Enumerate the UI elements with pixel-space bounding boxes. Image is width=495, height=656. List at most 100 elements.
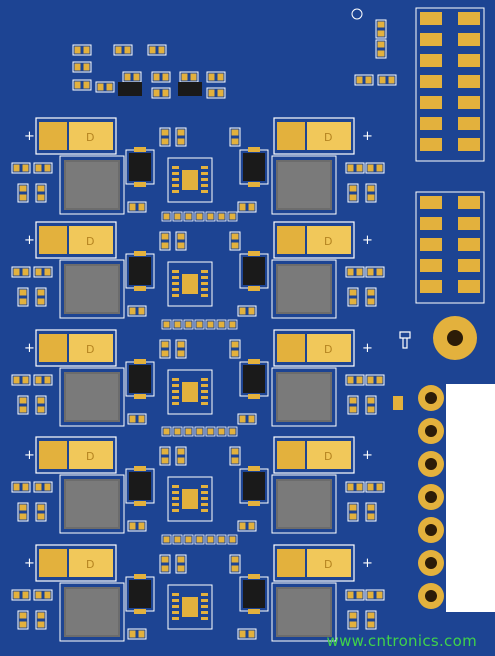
diode-pad — [134, 251, 146, 256]
top-resistor-pad — [158, 46, 165, 54]
cap-row-pad — [196, 321, 203, 328]
diode-pad — [134, 359, 146, 364]
inductor-outline — [271, 367, 337, 427]
qfn-outline — [167, 157, 213, 203]
tantalum-pad — [39, 549, 67, 577]
inductor-face — [278, 162, 330, 208]
left-resistor-pad — [37, 289, 45, 296]
diode-pad — [248, 286, 260, 291]
diode-pad — [248, 359, 260, 364]
qfn-pin — [172, 294, 179, 297]
cap-row-outline — [216, 211, 227, 222]
cap-row-outline — [194, 319, 205, 330]
top-right-resistor-pad — [365, 76, 372, 84]
qfn-thermal-pad — [182, 274, 198, 294]
right-resistor-outline — [365, 162, 385, 174]
left-resistor-pad — [19, 513, 27, 520]
qfn-pin — [201, 402, 208, 405]
left-resistor-pad — [22, 483, 29, 491]
center-resistor-outline — [229, 231, 241, 251]
cap-row-outline — [172, 319, 183, 330]
plus-mark: + — [24, 556, 35, 571]
right-resistor-pad — [349, 621, 357, 628]
center-resistor-pad — [138, 203, 145, 211]
right-resistor-pad — [367, 376, 374, 384]
left-resistor-outline — [17, 183, 29, 203]
plus-mark: + — [362, 233, 373, 248]
center-resistor-outline — [229, 339, 241, 359]
tantalum-body — [307, 441, 351, 469]
cap-row-outline — [227, 426, 238, 437]
left-resistor-pad — [22, 591, 29, 599]
qfn-pin — [201, 599, 208, 602]
center-resistor-pad — [161, 129, 169, 136]
left-resistor-pad — [37, 504, 45, 511]
connector-top-pad — [420, 75, 442, 88]
cap-row-outline — [161, 426, 172, 437]
connector-top-pad — [458, 96, 480, 109]
right-resistor-pad — [349, 504, 357, 511]
left-resistor-outline — [33, 162, 53, 174]
cap-mark: D — [86, 558, 94, 571]
left-resistor-pad — [37, 513, 45, 520]
center-resistor-pad — [231, 350, 239, 357]
qfn-pin — [201, 497, 208, 500]
center-resistor-outline — [159, 446, 171, 466]
qfn-pin — [172, 184, 179, 187]
left-resistor-pad — [35, 483, 42, 491]
cap-row-pad — [163, 428, 170, 435]
tantalum-outline — [273, 436, 355, 474]
qfn-pin — [172, 288, 179, 291]
center-resistor-pad — [177, 565, 185, 572]
left-resistor-outline — [17, 395, 29, 415]
center-resistor-outline — [127, 520, 147, 532]
cap-row-outline — [205, 319, 216, 330]
left-resistor-outline — [33, 266, 53, 278]
right-resistor-pad — [347, 268, 354, 276]
center-resistor-outline — [127, 201, 147, 213]
center-resistor-pad — [248, 203, 255, 211]
cap-row-outline — [172, 211, 183, 222]
left-resistor-outline — [17, 287, 29, 307]
left-resistor-outline — [35, 183, 47, 203]
center-resistor-outline — [237, 201, 257, 213]
inductor-face — [278, 481, 330, 527]
qfn-outline — [167, 261, 213, 307]
top-resistor-outline — [206, 87, 226, 99]
plus-mark: + — [362, 341, 373, 356]
center-resistor-outline — [159, 339, 171, 359]
top-right-resistor-pad — [379, 76, 386, 84]
watermark: www.cntronics.com — [326, 632, 477, 650]
top-resistor-pad — [74, 63, 81, 71]
center-resistor-pad — [129, 415, 136, 423]
diode-body — [243, 365, 265, 393]
top-resistor-pad — [97, 83, 104, 91]
tantalum-outline — [273, 329, 355, 367]
center-resistor-outline — [175, 446, 187, 466]
left-resistor-pad — [37, 194, 45, 201]
top-resistor-outline — [113, 44, 133, 56]
qfn-pin — [201, 166, 208, 169]
right-resistor-pad — [356, 591, 363, 599]
cap-row-outline — [227, 319, 238, 330]
right-resistor-outline — [347, 183, 359, 203]
left-resistor-outline — [35, 287, 47, 307]
qfn-pin — [172, 509, 179, 512]
inductor-outline — [271, 155, 337, 215]
right-resistor-outline — [365, 481, 385, 493]
left-resistor-outline — [35, 610, 47, 630]
right-resistor-pad — [376, 483, 383, 491]
inductor-outline — [59, 367, 125, 427]
tantalum-pad — [277, 334, 305, 362]
tantalum-outline — [35, 117, 117, 155]
cap-row-outline — [161, 319, 172, 330]
sot-transistor — [118, 82, 142, 96]
inductor-outline — [271, 474, 337, 534]
center-resistor-pad — [239, 630, 246, 638]
diode-pad — [248, 182, 260, 187]
cap-row-outline — [161, 534, 172, 545]
connector-mid-pad — [420, 238, 442, 251]
center-resistor-outline — [175, 554, 187, 574]
connector-mid-pad — [458, 280, 480, 293]
plus-mark: + — [24, 129, 35, 144]
